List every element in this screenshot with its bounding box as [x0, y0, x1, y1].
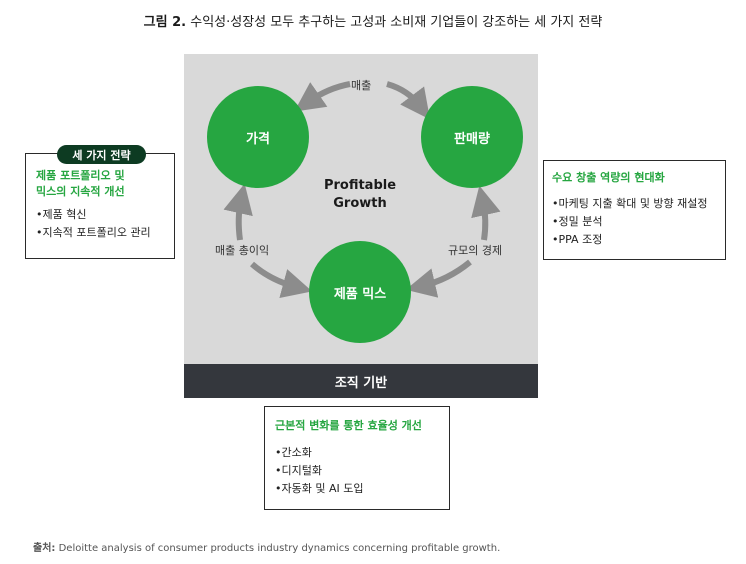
list-item: •제품 혁신	[36, 208, 87, 221]
source-text: Deloitte analysis of consumer products i…	[58, 543, 501, 554]
center-label-line-1: Profitable	[323, 178, 397, 193]
list-item: •지속적 포트폴리오 관리	[36, 226, 151, 239]
figure-title-text: 수익성·성장성 모두 추구하는 고성과 소비재 기업들이 강조하는 세 가지 전…	[190, 15, 603, 30]
arrow-label-economies-of-scale: 규모의 경제	[448, 244, 503, 257]
list-item: •간소화	[275, 446, 312, 459]
node-sales-volume: 판매량	[421, 86, 523, 188]
list-item: •PPA 조정	[552, 233, 603, 246]
arrow-left-up	[223, 183, 253, 241]
strategy-box-demand: 수요 창출 역량의 현대화 •마케팅 지출 확대 및 방향 재설정 •정밀 분석…	[543, 160, 726, 260]
source-note: 출처: Deloitte analysis of consumer produc…	[33, 539, 500, 554]
arrow-top-left	[294, 81, 351, 112]
strategies-badge: 세 가지 전략	[57, 145, 146, 164]
efficiency-heading: 근본적 변화를 통한 효율성 개선	[275, 419, 422, 432]
figure-label: 그림 2.	[143, 15, 187, 30]
node-price-label: 가격	[246, 131, 270, 147]
figure-title: 그림 2. 수익성·성장성 모두 추구하는 고성과 소비재 기업들이 강조하는 …	[0, 11, 746, 30]
node-sales-label: 판매량	[454, 131, 490, 147]
node-price: 가격	[207, 86, 309, 188]
center-label-line-2: Growth	[333, 196, 387, 211]
arrow-right-up	[471, 185, 501, 241]
node-mix-label: 제품 믹스	[333, 286, 387, 302]
arrow-top-right	[386, 81, 431, 120]
center-label: Profitable Growth	[310, 177, 410, 213]
efficiency-list: •간소화 •디지털화 •자동화 및 AI 도입	[275, 444, 449, 498]
arrow-right-down	[405, 259, 472, 298]
strategy-box-efficiency: 근본적 변화를 통한 효율성 개선 •간소화 •디지털화 •자동화 및 AI 도…	[264, 406, 450, 510]
source-label: 출처:	[33, 543, 56, 554]
list-item: •디지털화	[275, 464, 322, 477]
node-product-mix: 제품 믹스	[309, 241, 411, 343]
foundation-label: 조직 기반	[334, 375, 388, 391]
arrow-label-gross-margin: 매출 총이익	[215, 244, 270, 257]
list-item: •정밀 분석	[552, 215, 603, 228]
portfolio-heading-2: 믹스의 지속적 개선	[36, 185, 125, 198]
demand-heading: 수요 창출 역량의 현대화	[552, 171, 665, 184]
demand-list: •마케팅 지출 확대 및 방향 재설정 •정밀 분석 •PPA 조정	[552, 195, 725, 249]
portfolio-heading-1: 제품 포트폴리오 및	[36, 169, 125, 182]
portfolio-list: •제품 혁신 •지속적 포트폴리오 관리	[36, 206, 174, 242]
arrow-label-revenue: 매출	[351, 79, 372, 92]
foundation-bar: 조직 기반	[184, 364, 538, 398]
strategy-box-portfolio: 제품 포트폴리오 및 믹스의 지속적 개선 •제품 혁신 •지속적 포트폴리오 …	[25, 153, 175, 259]
arrow-left-down	[250, 261, 313, 299]
strategies-badge-label: 세 가지 전략	[72, 148, 131, 162]
list-item: •자동화 및 AI 도입	[275, 482, 364, 495]
list-item: •마케팅 지출 확대 및 방향 재설정	[552, 197, 708, 210]
